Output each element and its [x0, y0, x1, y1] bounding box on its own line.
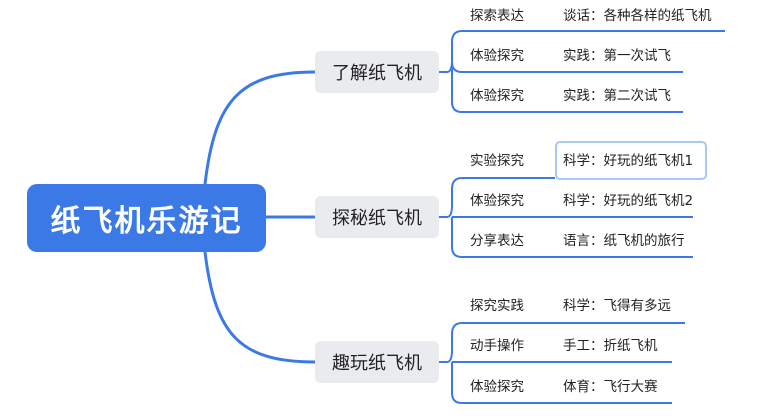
connector-b2-l3	[451, 217, 693, 258]
leaf-activity[interactable]: 实践：第一次试飞	[563, 48, 671, 64]
connector-b1-l2	[451, 61, 683, 73]
leaf-activity[interactable]: 体育：飞行大赛	[563, 379, 658, 395]
leaf-category[interactable]: 体验探究	[470, 88, 524, 104]
connector-root-branch-3	[203, 251, 316, 364]
leaf-category[interactable]: 探究实践	[470, 298, 524, 314]
leaf-activity[interactable]: 手工：折纸飞机	[563, 338, 658, 354]
leaf-activity[interactable]: 语言：纸飞机的旅行	[563, 233, 685, 249]
leaf-activity[interactable]: 科学：好玩的纸飞机2	[563, 193, 694, 209]
leaf-category[interactable]: 体验探究	[470, 379, 524, 395]
leaf-category[interactable]: 体验探究	[470, 193, 524, 209]
leaf-category[interactable]: 实验探究	[470, 153, 524, 169]
connector-b3-l3	[451, 362, 672, 404]
leaf-category[interactable]: 探索表达	[470, 8, 524, 24]
connector-root-branch-1	[203, 70, 316, 185]
leaf-activity[interactable]: 科学：飞得有多远	[563, 298, 671, 314]
branch-topic-1[interactable]: 了解纸飞机	[315, 51, 439, 93]
branch-topic-3[interactable]: 趣玩纸飞机	[315, 341, 439, 383]
leaf-activity[interactable]: 谈话：各种各样的纸飞机	[563, 8, 712, 24]
connector-b1-l3	[451, 72, 683, 113]
leaf-activity[interactable]: 科学：好玩的纸飞机1	[563, 153, 694, 169]
connector-b1-l1	[439, 30, 725, 73]
connector-b3-l1	[439, 322, 685, 363]
leaf-category[interactable]: 分享表达	[470, 233, 524, 249]
branch-topic-2[interactable]: 探秘纸飞机	[315, 196, 439, 238]
selection-highlight	[555, 141, 707, 180]
leaf-activity[interactable]: 实践：第二次试飞	[563, 88, 671, 104]
leaf-category[interactable]: 动手操作	[470, 338, 524, 354]
connector-b2-l1	[439, 177, 555, 218]
leaf-category[interactable]: 体验探究	[470, 48, 524, 64]
root-topic[interactable]: 纸飞机乐游记	[27, 184, 266, 252]
